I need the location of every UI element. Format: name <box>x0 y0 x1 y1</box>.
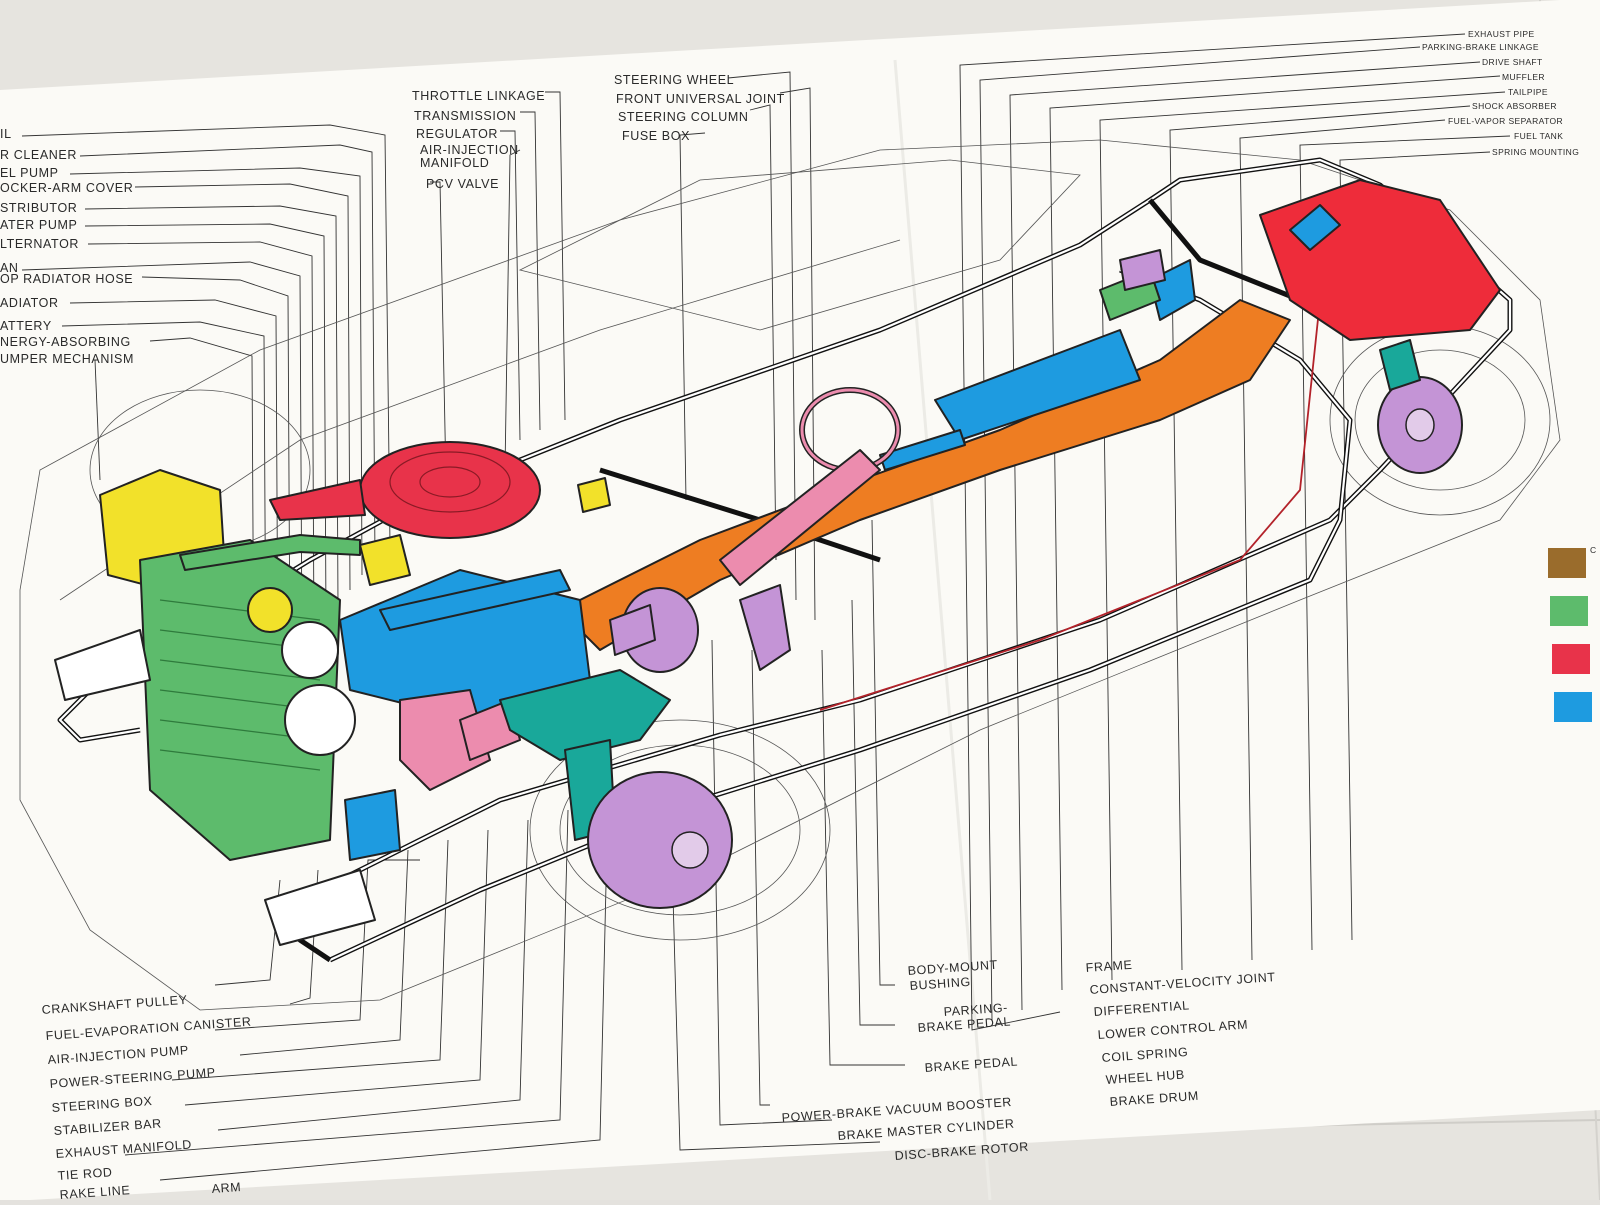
label-brake-drum: BRAKE DRUM <box>1109 1089 1199 1109</box>
label-steering-column: STEERING COLUMN <box>618 110 749 124</box>
label-air-injection: AIR-INJECTION <box>420 143 519 157</box>
label-differential: DIFFERENTIAL <box>1093 998 1190 1019</box>
legend-swatch-green <box>1550 596 1588 626</box>
leader-lines <box>21 33 1511 1181</box>
label-fuel-vapor-separator: FUEL-VAPOR SEPARATOR <box>1448 116 1563 126</box>
labels-top-right: EXHAUST PIPE PARKING-BRAKE LINKAGE DRIVE… <box>1422 29 1579 157</box>
label-pcv-valve: PCV VALVE <box>426 177 499 191</box>
air-injection-pump <box>399 689 491 791</box>
label-left-8: OP RADIATOR HOSE <box>0 272 133 286</box>
label-throttle-linkage: THROTTLE LINKAGE <box>412 89 545 103</box>
fuse-box <box>577 477 611 513</box>
brake-pedal <box>739 584 791 671</box>
label-wheel-hub: WHEEL HUB <box>1105 1067 1185 1086</box>
legend-swatch-blue <box>1554 692 1592 722</box>
label-left-11: NERGY-ABSORBING <box>0 335 131 349</box>
rear-shock <box>1379 339 1421 391</box>
label-spring-mounting: SPRING MOUNTING <box>1492 147 1579 157</box>
labels-top-mid: THROTTLE LINKAGE TRANSMISSION REGULATOR … <box>412 89 545 191</box>
labels-left: IL R CLEANER EL PUMP OCKER-ARM COVER STR… <box>0 127 134 366</box>
label-fuse-box: FUSE BOX <box>622 129 690 143</box>
label-frame: FRAME <box>1085 958 1133 975</box>
label-bushing: BUSHING <box>909 975 971 993</box>
label-left-7: AN <box>0 261 19 275</box>
label-fuel-tank: FUEL TANK <box>1514 131 1563 141</box>
label-left-12: UMPER MECHANISM <box>0 352 134 366</box>
color-legend: C <box>1548 545 1597 722</box>
label-left-6: LTERNATOR <box>0 237 79 251</box>
label-brake-line: RAKE LINE <box>59 1183 131 1200</box>
label-exhaust-pipe: EXHAUST PIPE <box>1468 29 1535 39</box>
air-cleaner <box>359 441 541 539</box>
energy-absorbing-bumper-right <box>264 869 376 946</box>
label-left-5: ATER PUMP <box>0 218 77 232</box>
label-transmission: TRANSMISSION <box>414 109 516 123</box>
label-parking-brake-pedal: BRAKE PEDAL <box>917 1015 1011 1035</box>
label-muffler: MUFFLER <box>1502 72 1545 82</box>
disc-brake-rotor <box>587 771 733 909</box>
fuel-vapor-separator <box>1289 204 1341 251</box>
label-shock-absorber: SHOCK ABSORBER <box>1472 101 1557 111</box>
label-regulator: REGULATOR <box>416 127 498 141</box>
legend-swatch-red <box>1552 644 1590 674</box>
paper-fold <box>893 59 992 1201</box>
label-tie-rod: TIE ROD <box>57 1165 113 1183</box>
label-manifold: MANIFOLD <box>420 156 489 170</box>
steering-column <box>719 449 881 586</box>
label-left-4: STRIBUTOR <box>0 201 77 215</box>
label-left-2: EL PUMP <box>0 166 59 180</box>
components <box>54 179 1501 946</box>
label-coil-spring: COIL SPRING <box>1101 1045 1188 1065</box>
label-tailpipe: TAILPIPE <box>1508 87 1548 97</box>
label-left-1: R CLEANER <box>0 148 77 162</box>
legend-swatch-brown <box>1548 548 1586 578</box>
crankshaft-pulley <box>284 684 356 756</box>
top-radiator-hose <box>179 534 361 571</box>
energy-absorbing-bumper-left <box>54 629 151 701</box>
label-body-mount: BODY-MOUNT <box>907 958 998 978</box>
label-left-0: IL <box>0 127 12 141</box>
label-left-10: ATTERY <box>0 319 52 333</box>
label-left-3: OCKER-ARM COVER <box>0 181 133 195</box>
label-parking: PARKING- <box>943 1001 1008 1019</box>
brake-master-cylinder <box>609 604 656 656</box>
legend-label-0: C <box>1590 545 1597 555</box>
label-left-9: ADIATOR <box>0 296 59 310</box>
label-arm: ARM <box>211 1180 241 1196</box>
upper-control-arm <box>499 669 671 761</box>
muffler <box>934 329 1141 441</box>
distributor <box>359 534 411 586</box>
fuel-evaporation-canister <box>344 789 401 861</box>
label-drive-shaft: DRIVE SHAFT <box>1482 57 1543 67</box>
label-parking-brake-linkage: PARKING-BRAKE LINKAGE <box>1422 42 1539 52</box>
label-steering-wheel: STEERING WHEEL <box>614 73 734 87</box>
label-front-universal-joint: FRONT UNIVERSAL JOINT <box>616 92 785 106</box>
exhaust-pipe <box>879 429 966 471</box>
label-brake-pedal: BRAKE PEDAL <box>924 1055 1018 1075</box>
rocker-arm-cover <box>379 569 571 631</box>
labels-top-center: STEERING WHEEL FRONT UNIVERSAL JOINT STE… <box>614 73 785 143</box>
